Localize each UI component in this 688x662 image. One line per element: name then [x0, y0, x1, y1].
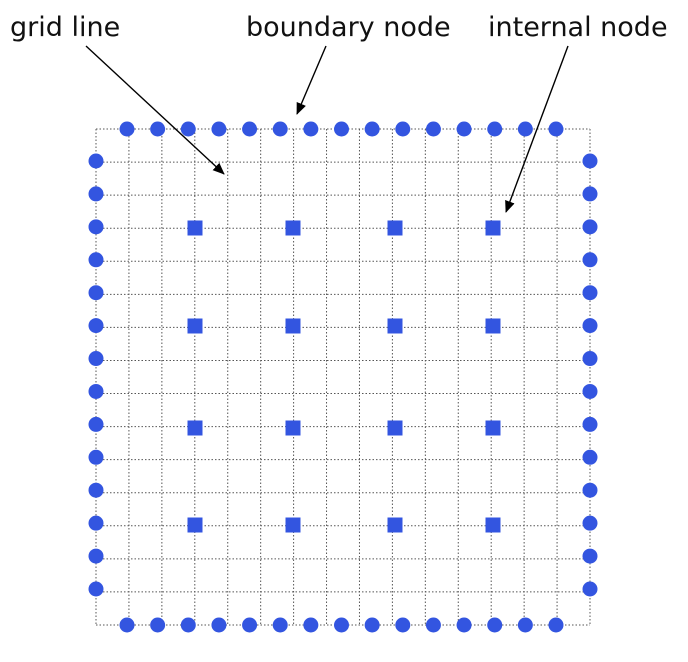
boundary-node: [88, 285, 104, 301]
internal-node: [187, 220, 203, 236]
internal-node: [387, 220, 403, 236]
internal-node: [285, 220, 301, 236]
internal-node-arrow: [505, 45, 569, 213]
boundary-node: [582, 515, 598, 531]
internal-node: [187, 420, 203, 436]
annotation-arrows: [85, 45, 569, 213]
boundary-node: [517, 617, 533, 633]
boundary-node: [487, 617, 503, 633]
boundary-node: [364, 617, 380, 633]
internal-node: [387, 517, 403, 533]
boundary-node: [88, 219, 104, 235]
boundary-node: [88, 351, 104, 367]
boundary-node: [395, 121, 411, 137]
boundary-node: [211, 617, 227, 633]
boundary-node: [119, 617, 135, 633]
boundary-node: [272, 617, 288, 633]
boundary-node: [150, 617, 166, 633]
boundary-node: [456, 121, 472, 137]
internal-node: [187, 517, 203, 533]
boundary-node: [88, 252, 104, 268]
boundary-node: [517, 121, 533, 137]
boundary-node: [582, 252, 598, 268]
boundary-node: [487, 121, 503, 137]
grid-lines: [95, 128, 591, 626]
boundary-node: [582, 548, 598, 564]
boundary-node: [364, 121, 380, 137]
nodes: [88, 121, 598, 633]
boundary-node: [88, 153, 104, 169]
boundary-node: [548, 617, 564, 633]
internal-node: [285, 517, 301, 533]
boundary-node: [88, 482, 104, 498]
boundary-node: [582, 482, 598, 498]
boundary-node: [395, 617, 411, 633]
internal-node: [485, 420, 501, 436]
boundary-node: [582, 318, 598, 334]
internal-node: [285, 318, 301, 334]
boundary-node: [582, 219, 598, 235]
boundary-node: [582, 351, 598, 367]
internal-node: [387, 420, 403, 436]
grid-line-arrow: [85, 45, 225, 175]
boundary-node-label: boundary node: [246, 12, 451, 43]
boundary-node: [272, 121, 288, 137]
internal-node: [285, 420, 301, 436]
internal-node: [485, 318, 501, 334]
boundary-node: [180, 121, 196, 137]
internal-node: [485, 517, 501, 533]
boundary-node: [180, 617, 196, 633]
boundary-node: [582, 416, 598, 432]
internal-node: [485, 220, 501, 236]
boundary-node: [582, 285, 598, 301]
internal-node: [387, 318, 403, 334]
boundary-node: [88, 383, 104, 399]
boundary-node: [88, 416, 104, 432]
boundary-node: [582, 581, 598, 597]
boundary-node: [456, 617, 472, 633]
boundary-node: [88, 548, 104, 564]
boundary-node: [582, 383, 598, 399]
boundary-node: [303, 617, 319, 633]
boundary-node: [582, 186, 598, 202]
boundary-node: [88, 186, 104, 202]
boundary-node: [150, 121, 166, 137]
boundary-node: [88, 449, 104, 465]
boundary-node: [119, 121, 135, 137]
boundary-node: [242, 121, 258, 137]
boundary-node: [211, 121, 227, 137]
boundary-node: [88, 515, 104, 531]
boundary-node: [334, 121, 349, 137]
boundary-node: [303, 121, 319, 137]
boundary-node: [242, 617, 258, 633]
boundary-node: [548, 121, 564, 137]
boundary-node: [88, 318, 104, 334]
boundary-node: [425, 617, 441, 633]
boundary-node: [88, 581, 104, 597]
boundary-node: [334, 617, 349, 633]
boundary-node: [582, 449, 598, 465]
internal-node-label: internal node: [488, 12, 668, 43]
grid-line-label: grid line: [10, 12, 121, 43]
boundary-node: [425, 121, 441, 137]
boundary-node: [582, 153, 598, 169]
boundary-node-arrow: [296, 45, 327, 115]
internal-node: [187, 318, 203, 334]
